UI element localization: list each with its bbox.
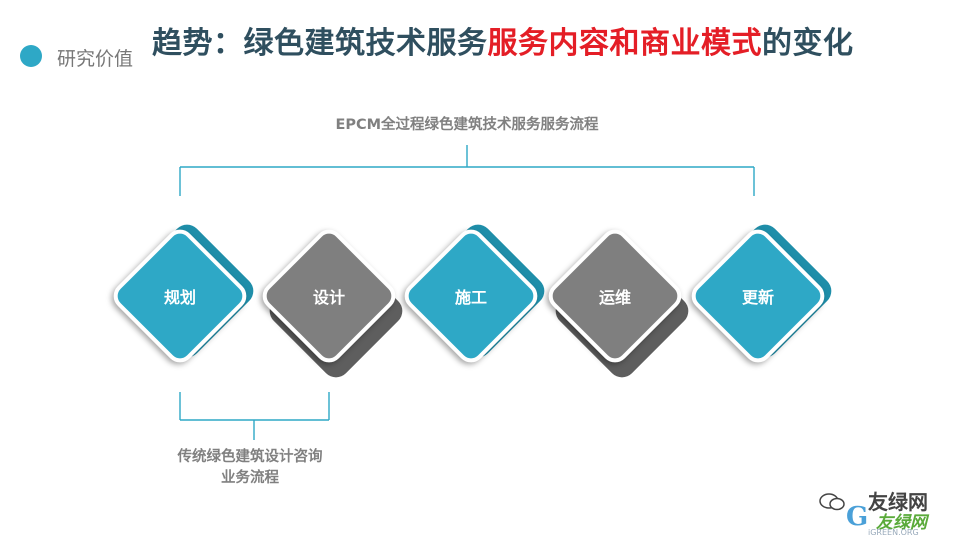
title-prefix: 趋势：绿色建筑技术服务 xyxy=(152,26,488,61)
watermark: G 友绿网 友绿网 iGREEN.ORG xyxy=(810,480,960,540)
section-bullet-icon xyxy=(20,45,42,67)
section-label: 研究价值 xyxy=(57,48,134,70)
title-highlight: 服务内容和商业模式 xyxy=(487,26,762,61)
step-label: 设计 xyxy=(312,288,345,307)
step-operation: 运维 xyxy=(542,223,695,384)
title-suffix: 的变化 xyxy=(762,26,854,61)
watermark-logo-text: 友绿网 xyxy=(876,513,927,533)
bottom-label-line2: 业务流程 xyxy=(221,470,279,486)
page-title: 趋势：绿色建筑技术服务服务内容和商业模式的变化 xyxy=(152,18,854,62)
step-design: 设计 xyxy=(256,223,409,384)
flow-bottom-label: 传统绿色建筑设计咨询 业务流程 xyxy=(150,447,350,489)
flow-top-label: EPCM全过程绿色建筑技术服务服务流程 xyxy=(335,117,599,133)
bottom-label-line1: 传统绿色建筑设计咨询 xyxy=(177,449,323,465)
step-construction: 施工 xyxy=(398,218,551,369)
step-renewal: 更新 xyxy=(685,218,838,369)
step-label: 施工 xyxy=(454,288,487,307)
step-label: 规划 xyxy=(163,288,196,307)
wechat-icon xyxy=(819,493,845,511)
step-label: 更新 xyxy=(741,288,774,307)
step-planning: 规划 xyxy=(107,218,260,369)
logo-g-icon: G xyxy=(846,502,869,532)
watermark-name: 友绿网 xyxy=(868,490,928,514)
step-label: 运维 xyxy=(598,288,631,307)
watermark-url: iGREEN.ORG xyxy=(868,528,919,537)
